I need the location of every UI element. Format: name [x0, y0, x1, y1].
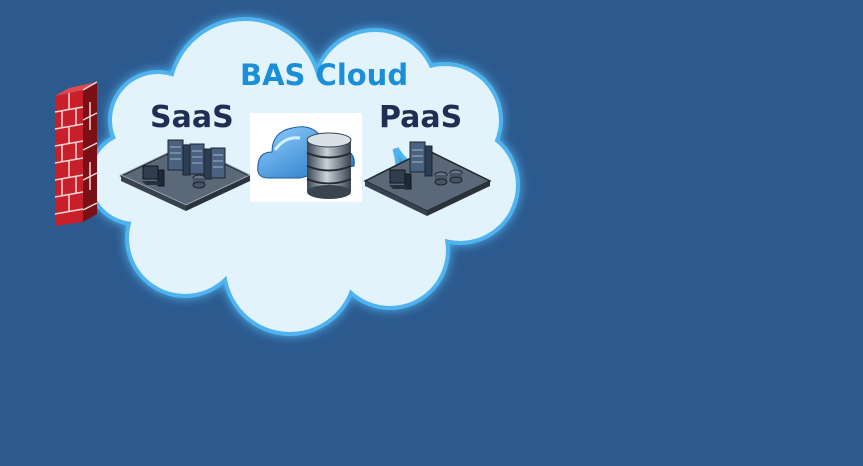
cloud-title: BAS Cloud	[240, 58, 409, 92]
brick-wall-icon	[54, 81, 98, 226]
saas-label: SaaS	[150, 100, 234, 135]
cloud-database-icon	[250, 113, 362, 202]
paas-label: PaaS	[379, 100, 463, 135]
saas-server-platform-icon	[119, 139, 252, 211]
paas-server-platform-icon	[363, 141, 492, 216]
